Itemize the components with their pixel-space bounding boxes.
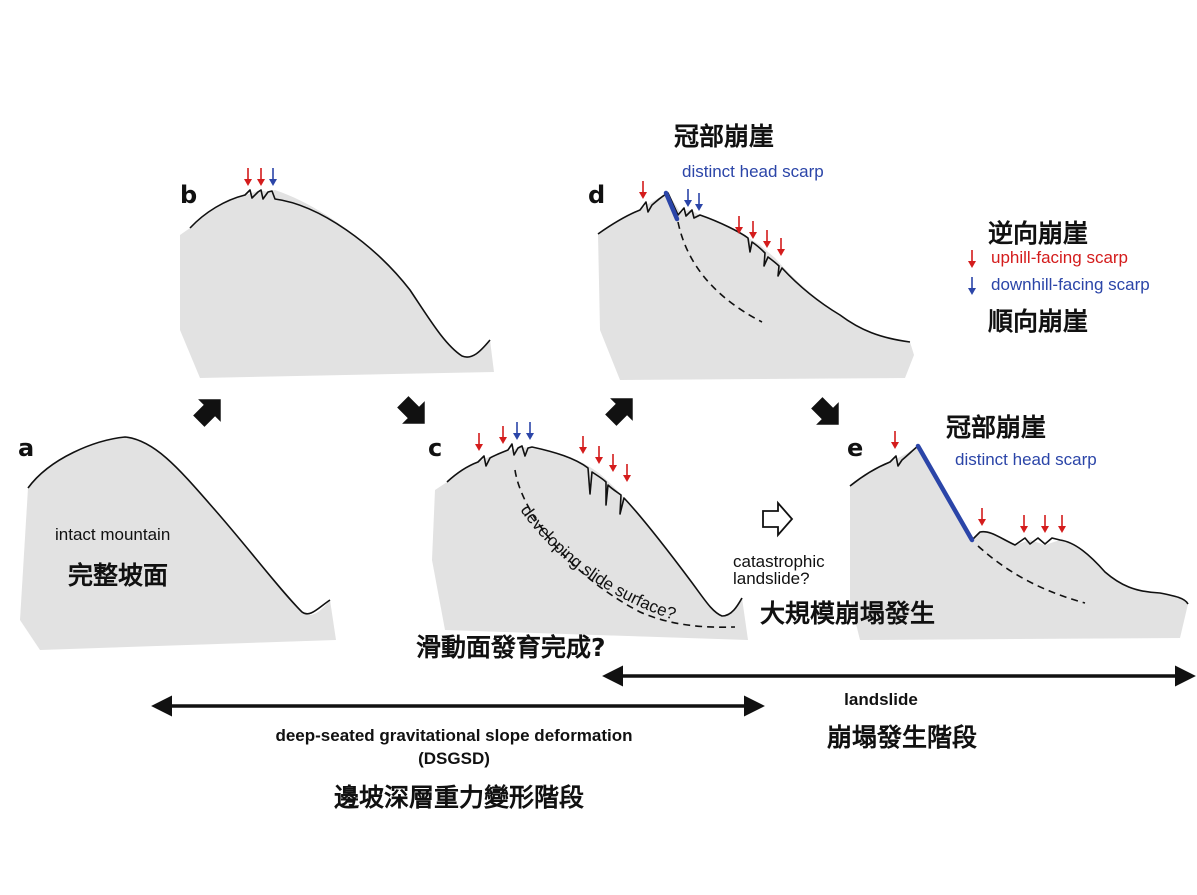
uphill-scarp-arrow	[474, 432, 484, 452]
panel-d: d 冠部崩崖 distinct head scarp	[588, 122, 914, 380]
uphill-scarp-arrow	[578, 435, 588, 455]
panel-d-profile	[597, 192, 911, 343]
panel-e-slope-shape	[850, 446, 1188, 640]
panel-a-slope-shape	[20, 437, 336, 650]
uphill-scarp-arrow	[748, 220, 758, 240]
panel-d-slope-shape	[598, 193, 914, 380]
panel-c-profile	[446, 443, 743, 617]
arrow-c-to-e-catastrophic	[762, 500, 794, 538]
uphill-scarp-arrow	[608, 453, 618, 473]
downhill-scarp-arrow	[683, 188, 693, 208]
legend-uphill-arrow	[967, 249, 977, 269]
arrow-c-to-d	[605, 398, 633, 426]
panel-e: e 冠部崩崖 distinct head scarp	[847, 413, 1189, 640]
arrow-d-to-e	[811, 397, 839, 425]
large-collapse-zh-label: 大規模崩塌發生	[760, 599, 935, 628]
panel-c-slope-shape	[432, 447, 748, 640]
uphill-scarp-arrow	[594, 445, 604, 465]
uphill-scarp-arrow	[1057, 514, 1067, 534]
uphill-scarp-arrow	[977, 507, 987, 527]
legend: 逆向崩崖 uphill-facing scarp downhill-facing…	[967, 219, 1150, 336]
panel-b-profile	[189, 189, 491, 358]
panel-c-slide-surface	[514, 469, 736, 628]
head-scarp-line	[663, 190, 680, 222]
uphill-scarp-arrow	[776, 237, 786, 257]
arrow-a-to-b	[193, 399, 221, 427]
legend-downhill-zh: 順向崩崖	[988, 307, 1088, 336]
panel-c: c developing slide surface? 滑動面發育完成?	[416, 421, 748, 662]
uphill-scarp-arrow	[243, 167, 253, 187]
legend-downhill-en: downhill-facing scarp	[991, 275, 1150, 294]
uphill-scarp-arrow	[1019, 514, 1029, 534]
uphill-scarp-arrow	[498, 425, 508, 445]
head-scarp-zh-label: 冠部崩崖	[674, 122, 774, 151]
panel-e-slide-surface	[977, 545, 1086, 604]
panel-a: a intact mountain 完整坡面	[18, 434, 336, 650]
timeline: deep-seated gravitational slope deformat…	[151, 665, 1196, 812]
panel-a-profile	[27, 436, 331, 615]
dsgsd-zh-label: 邊坡深層重力變形階段	[334, 783, 584, 812]
downhill-scarp-arrow	[694, 192, 704, 212]
panel-b: b	[180, 167, 494, 378]
uphill-scarp-arrow	[1040, 514, 1050, 534]
intact-mountain-zh-label: 完整坡面	[68, 561, 168, 590]
landslide-stage-label: landslide	[844, 690, 918, 709]
legend-downhill-arrow	[967, 276, 977, 296]
panel-d-slide-surface	[677, 221, 763, 323]
dsgsd-label: deep-seated gravitational slope deformat…	[275, 726, 632, 745]
downhill-scarp-arrow	[512, 421, 522, 441]
downhill-scarp-arrow	[268, 167, 278, 187]
panel-e-label: e	[847, 434, 863, 462]
slide-surface-complete-zh-label: 滑動面發育完成?	[416, 633, 606, 662]
arrow-b-to-c	[397, 396, 425, 424]
panel-c-label: c	[428, 434, 442, 462]
distinct-head-scarp-label: distinct head scarp	[955, 450, 1097, 469]
legend-uphill-zh: 逆向崩崖	[988, 219, 1088, 248]
landslide-stage-zh-label: 崩塌發生階段	[827, 723, 977, 752]
catastrophic-label: catastrophic	[733, 552, 825, 571]
landslide-question-label: landslide?	[733, 569, 810, 588]
uphill-scarp-arrow	[638, 180, 648, 200]
transition-arrows: catastrophic landslide? 大規模崩塌發生	[193, 396, 935, 628]
panel-b-label: b	[180, 181, 197, 209]
panel-b-slope-shape	[180, 190, 494, 378]
panel-d-label: d	[588, 181, 605, 209]
dsgsd-abbrev-label: (DSGSD)	[418, 749, 490, 768]
uphill-scarp-arrow	[622, 463, 632, 483]
intact-mountain-label: intact mountain	[55, 525, 170, 544]
legend-uphill-en: uphill-facing scarp	[991, 248, 1128, 267]
panel-a-label: a	[18, 434, 34, 462]
panel-e-profile	[849, 445, 1189, 605]
uphill-scarp-arrow	[762, 229, 772, 249]
uphill-scarp-arrow	[256, 167, 266, 187]
distinct-head-scarp-label: distinct head scarp	[682, 162, 824, 181]
downhill-scarp-arrow	[525, 421, 535, 441]
head-scarp-line	[915, 443, 975, 543]
head-scarp-zh-label: 冠部崩崖	[946, 413, 1046, 442]
uphill-scarp-arrow	[890, 430, 900, 450]
